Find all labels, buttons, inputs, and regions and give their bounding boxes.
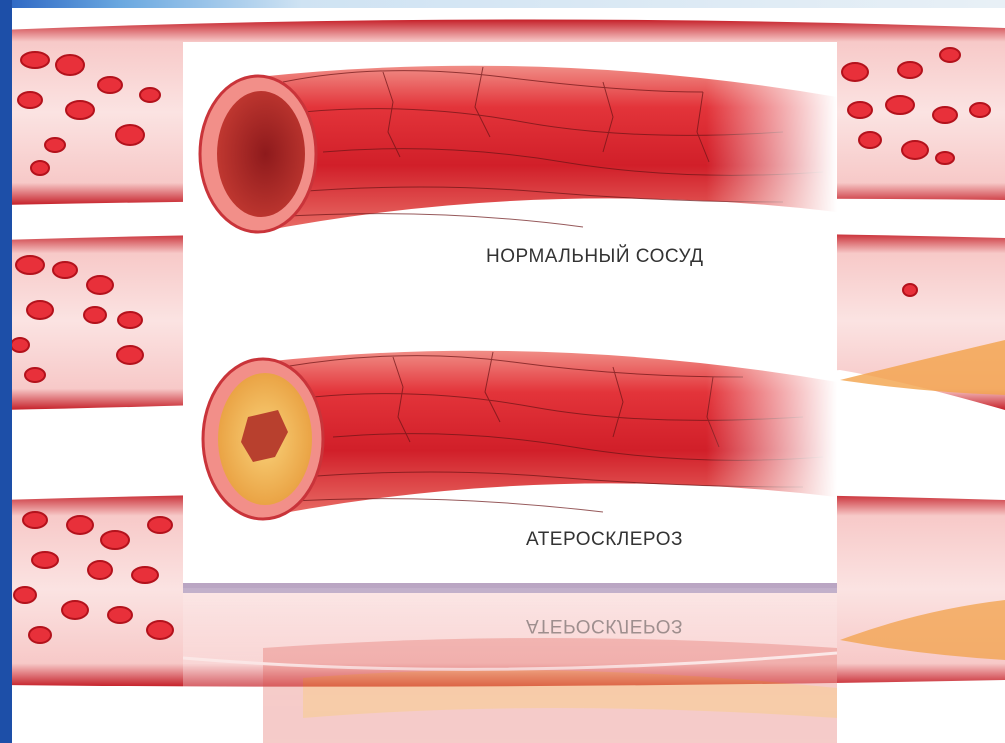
left-accent-bar <box>0 0 12 743</box>
reflected-caption: АТЕРОСКЛЕРОЗ <box>526 614 683 636</box>
illustration-reflection: АТЕРОСКЛЕРОЗ <box>183 588 837 743</box>
normal-vessel-caption: НОРМАЛЬНЫЙ СОСУД <box>486 246 704 268</box>
top-accent-strip <box>0 0 1005 8</box>
reflection-drawing <box>183 588 837 743</box>
atherosclerosis-caption: АТЕРОСКЛЕРОЗ <box>526 529 683 551</box>
vessel-illustration: НОРМАЛЬНЫЙ СОСУД АТЕРОСКЛЕРОЗ <box>183 42 837 583</box>
vessel-drawing <box>183 42 837 583</box>
